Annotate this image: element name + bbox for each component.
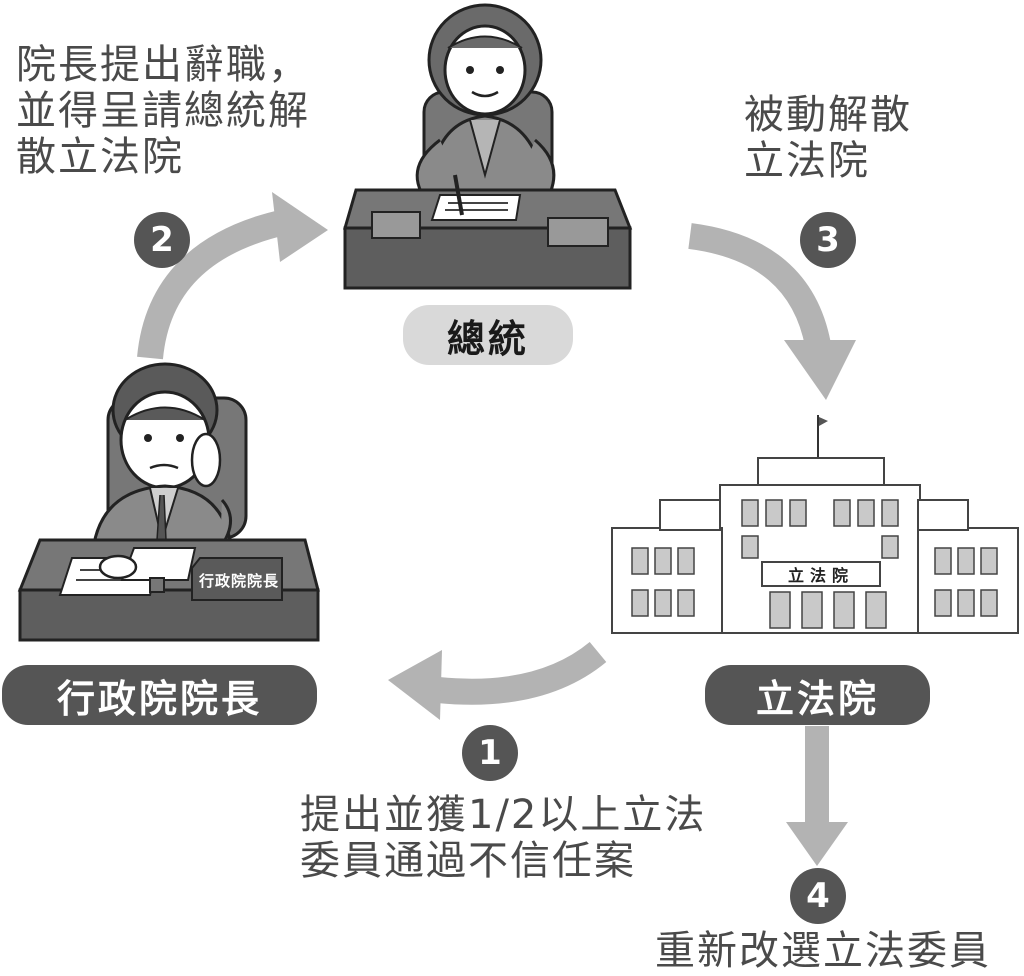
step-3-badge: 3 <box>800 212 856 268</box>
step-1-line-2: 委員通過不信任案 <box>300 838 636 884</box>
arrow-step-3 <box>688 223 856 400</box>
step-4-line-1: 重新改選立法委員 <box>655 928 991 974</box>
step-2-caption: 院長提出辭職， 並得呈請總統解 散立法院 <box>16 42 310 180</box>
premier-nameplate: 行政院院長 <box>198 571 279 590</box>
step-2-badge: 2 <box>134 212 190 268</box>
step-1-caption: 提出並獲1/2以上立法 委員通過不信任案 <box>300 792 706 884</box>
step-3-line-1: 被動解散 <box>744 92 912 138</box>
step-3-caption: 被動解散 立法院 <box>744 92 912 184</box>
arrow-step-2 <box>137 192 328 360</box>
step-1-badge: 1 <box>462 725 518 781</box>
step-2-line-3: 散立法院 <box>16 134 184 180</box>
step-2-line-1: 院長提出辭職， <box>16 42 310 88</box>
step-1-line-1: 提出並獲1/2以上立法 <box>300 792 707 838</box>
building-sign: 立法院 <box>787 566 854 585</box>
arrow-step-1 <box>388 641 607 720</box>
president-illustration <box>343 3 633 290</box>
step-2-line-2: 並得呈請總統解 <box>16 88 310 134</box>
step-4-badge: 4 <box>790 868 846 924</box>
legislature-label: 立法院 <box>705 665 930 725</box>
step-3-line-2: 立法院 <box>744 138 870 184</box>
step-4-caption: 重新改選立法委員 <box>655 928 991 974</box>
premier-label: 行政院院長 <box>2 665 317 725</box>
legislature-building-illustration <box>611 415 1019 634</box>
premier-illustration <box>17 362 320 642</box>
arrow-step-4 <box>786 726 848 866</box>
president-label: 總統 <box>403 305 573 365</box>
